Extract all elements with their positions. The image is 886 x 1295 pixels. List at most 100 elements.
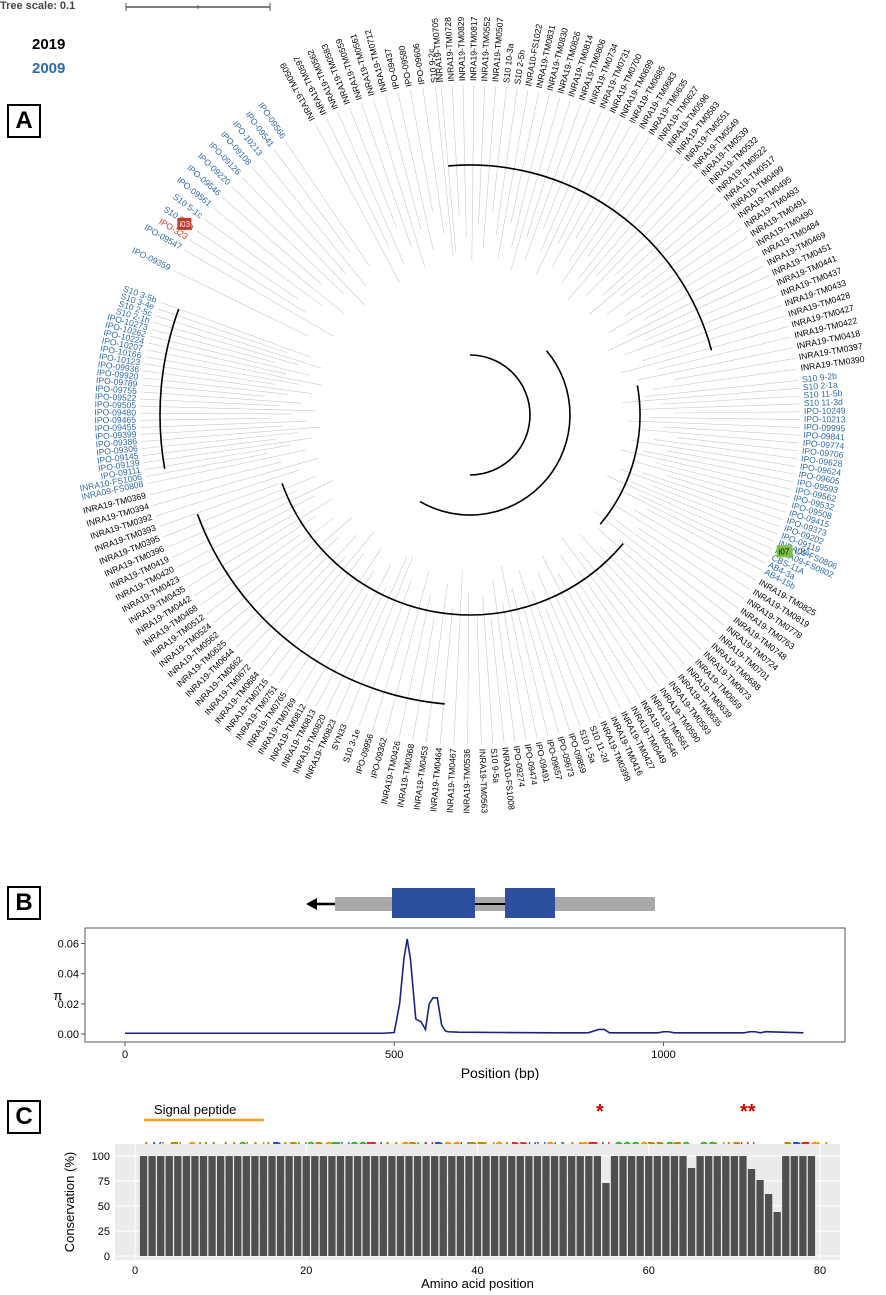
cons-bar bbox=[448, 1156, 456, 1256]
tree-branch bbox=[140, 425, 284, 435]
cons-bar bbox=[653, 1156, 661, 1256]
cons-bar bbox=[482, 1156, 490, 1256]
tree-leaf-label: IPO-09386 bbox=[95, 436, 137, 449]
tree-branch bbox=[476, 616, 482, 745]
cons-bar bbox=[782, 1156, 790, 1256]
tree-leaf-label: IPO-09774 bbox=[802, 438, 844, 452]
tree-branch bbox=[159, 301, 311, 358]
tree-branch bbox=[385, 95, 422, 230]
pi-ytick-label: 0.00 bbox=[58, 1029, 79, 1041]
tree-branch bbox=[654, 439, 798, 459]
tree-branch bbox=[490, 618, 505, 744]
tree-branch bbox=[492, 581, 516, 742]
tree-leaf-label: INRA19-TM0464 bbox=[428, 747, 444, 812]
cons-bar bbox=[585, 1156, 593, 1256]
cons-bar bbox=[576, 1156, 584, 1256]
tree-branch bbox=[167, 490, 297, 548]
tree-branch bbox=[326, 117, 389, 247]
tree-branch bbox=[627, 420, 800, 428]
tree-branch bbox=[412, 618, 435, 741]
tree-clade-arc bbox=[419, 350, 571, 516]
highlight-cb1-label: CB1 bbox=[795, 547, 811, 556]
tree-branch bbox=[575, 131, 640, 239]
tree-branch bbox=[241, 176, 366, 306]
tree-branch bbox=[492, 86, 507, 212]
tree-branch bbox=[222, 196, 322, 285]
tree-branch bbox=[589, 201, 723, 315]
tree-branch bbox=[643, 285, 774, 342]
cons-bar bbox=[456, 1156, 465, 1256]
cons-bar bbox=[216, 1156, 225, 1256]
tree-leaf-label: INRA19-TM0817 bbox=[468, 16, 479, 81]
tree-branch bbox=[335, 556, 408, 717]
cons-bar bbox=[645, 1156, 653, 1256]
tree-leaf-label: IPO-09359 bbox=[131, 245, 173, 272]
tree-leaf-label: IPO-09706 bbox=[802, 446, 845, 460]
tree-branch bbox=[173, 270, 308, 336]
tree-branch bbox=[482, 85, 496, 248]
tree-branch bbox=[325, 587, 387, 712]
tree-branch bbox=[629, 481, 775, 542]
pi-xlabel: Position (bp) bbox=[461, 1065, 540, 1080]
tree-branch bbox=[182, 511, 298, 578]
tree-branch bbox=[637, 347, 794, 381]
tree-branch bbox=[502, 603, 527, 741]
cons-bar bbox=[225, 1156, 233, 1256]
tree-branch bbox=[574, 589, 641, 698]
tree-branch bbox=[557, 573, 631, 704]
tree-branch bbox=[495, 88, 518, 235]
gene-exon-2 bbox=[505, 888, 555, 918]
tree-branch bbox=[235, 557, 327, 648]
tree-branch bbox=[410, 90, 434, 213]
tree-branch bbox=[314, 123, 400, 283]
tree-branch bbox=[658, 336, 791, 370]
tree-branch bbox=[147, 449, 306, 484]
tree-branch bbox=[606, 475, 772, 550]
tree-leaf-label: IPO-09522 bbox=[95, 391, 137, 403]
tree-branch bbox=[440, 86, 457, 253]
cons-bar bbox=[499, 1156, 507, 1256]
cons-bar bbox=[568, 1156, 576, 1256]
legend-2019: 2019 bbox=[32, 36, 66, 53]
cons-bar bbox=[790, 1156, 798, 1256]
tree-branch bbox=[584, 178, 701, 297]
cons-bar bbox=[413, 1156, 422, 1256]
cons-bar bbox=[799, 1156, 807, 1256]
tree-branch bbox=[619, 468, 781, 528]
cons-ytick-label: 50 bbox=[98, 1201, 110, 1213]
tree-branch bbox=[349, 107, 397, 228]
tree-branch bbox=[630, 440, 797, 467]
tree-branch bbox=[305, 593, 368, 702]
star-marker-double: ** bbox=[740, 1101, 756, 1123]
tree-branch bbox=[596, 170, 693, 277]
tree-branch bbox=[220, 517, 353, 632]
tree-branch bbox=[642, 472, 784, 520]
tree-branch bbox=[200, 534, 301, 606]
tree-branch bbox=[615, 520, 738, 609]
tree-branch bbox=[650, 417, 800, 420]
tree-branch bbox=[286, 548, 382, 690]
tree-branch bbox=[615, 185, 708, 276]
cons-bar bbox=[353, 1156, 362, 1256]
pi-xtick-label: 500 bbox=[385, 1049, 403, 1061]
cons-bar bbox=[182, 1156, 191, 1256]
tree-branch bbox=[625, 265, 765, 337]
tree-branch bbox=[661, 305, 782, 349]
tree-branch bbox=[397, 92, 434, 251]
tree-clade-arc bbox=[599, 385, 641, 525]
tree-branch bbox=[268, 552, 365, 678]
tree-branch bbox=[535, 116, 612, 275]
tree-branch bbox=[467, 593, 470, 745]
cons-xtick-label: 20 bbox=[300, 1265, 312, 1277]
cons-bar bbox=[165, 1156, 173, 1256]
tree-branch bbox=[142, 370, 312, 394]
highlight-i07 bbox=[776, 545, 793, 558]
cons-bar bbox=[234, 1156, 242, 1256]
tree-leaf-label: S10 11-5b bbox=[803, 388, 843, 400]
tree-leaf-label: S10 9-5a bbox=[489, 748, 501, 784]
tree-branch bbox=[206, 517, 335, 615]
tree-branch bbox=[500, 565, 538, 739]
cons-bar bbox=[508, 1156, 516, 1256]
highlight-i03 bbox=[177, 217, 192, 230]
